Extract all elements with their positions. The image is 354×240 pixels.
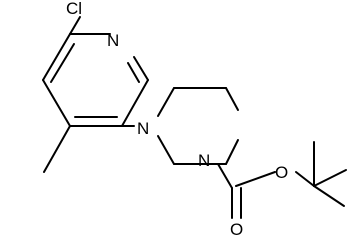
bond-c5-c6 (121, 79, 149, 127)
bond-cd-n4p (225, 139, 239, 165)
ester-oxygen-label: O (275, 163, 288, 182)
bond-n1p-cc (157, 135, 175, 165)
piperazine-nitrogen-4-label: N (198, 151, 210, 170)
bond-tert-c-methyl-down (313, 185, 345, 207)
boc-group-bonds (217, 141, 347, 219)
bond-carbonyl-c-o (235, 171, 276, 187)
bond-o-tert-c (295, 171, 315, 187)
pyridine-ring-bonds (42, 33, 149, 127)
bond-c4-methyl (43, 125, 71, 173)
bond-n1p-ca (157, 87, 175, 117)
chlorine-atom-label: Cl (66, 0, 82, 18)
bond-c3-c4 (42, 79, 71, 127)
atom-labels: Cl N N N O O (66, 0, 288, 238)
bond-c2-c3 (42, 33, 71, 81)
bond-tert-c-methyl-right (313, 169, 347, 187)
bond-cb-n4p (225, 87, 239, 111)
bond-c6-n1-inner-double (127, 62, 140, 83)
bond-n4p-carbonyl-c (217, 163, 233, 189)
piperazine-nitrogen-1-label: N (137, 119, 149, 138)
bond-c6-n1 (133, 56, 149, 81)
carbonyl-oxygen-label: O (230, 220, 243, 238)
bond-c3-c2-inner-double (50, 43, 75, 83)
substituent-bonds (43, 16, 135, 173)
pyridine-nitrogen-label: N (107, 31, 119, 50)
bond-c2-cl (69, 16, 81, 35)
